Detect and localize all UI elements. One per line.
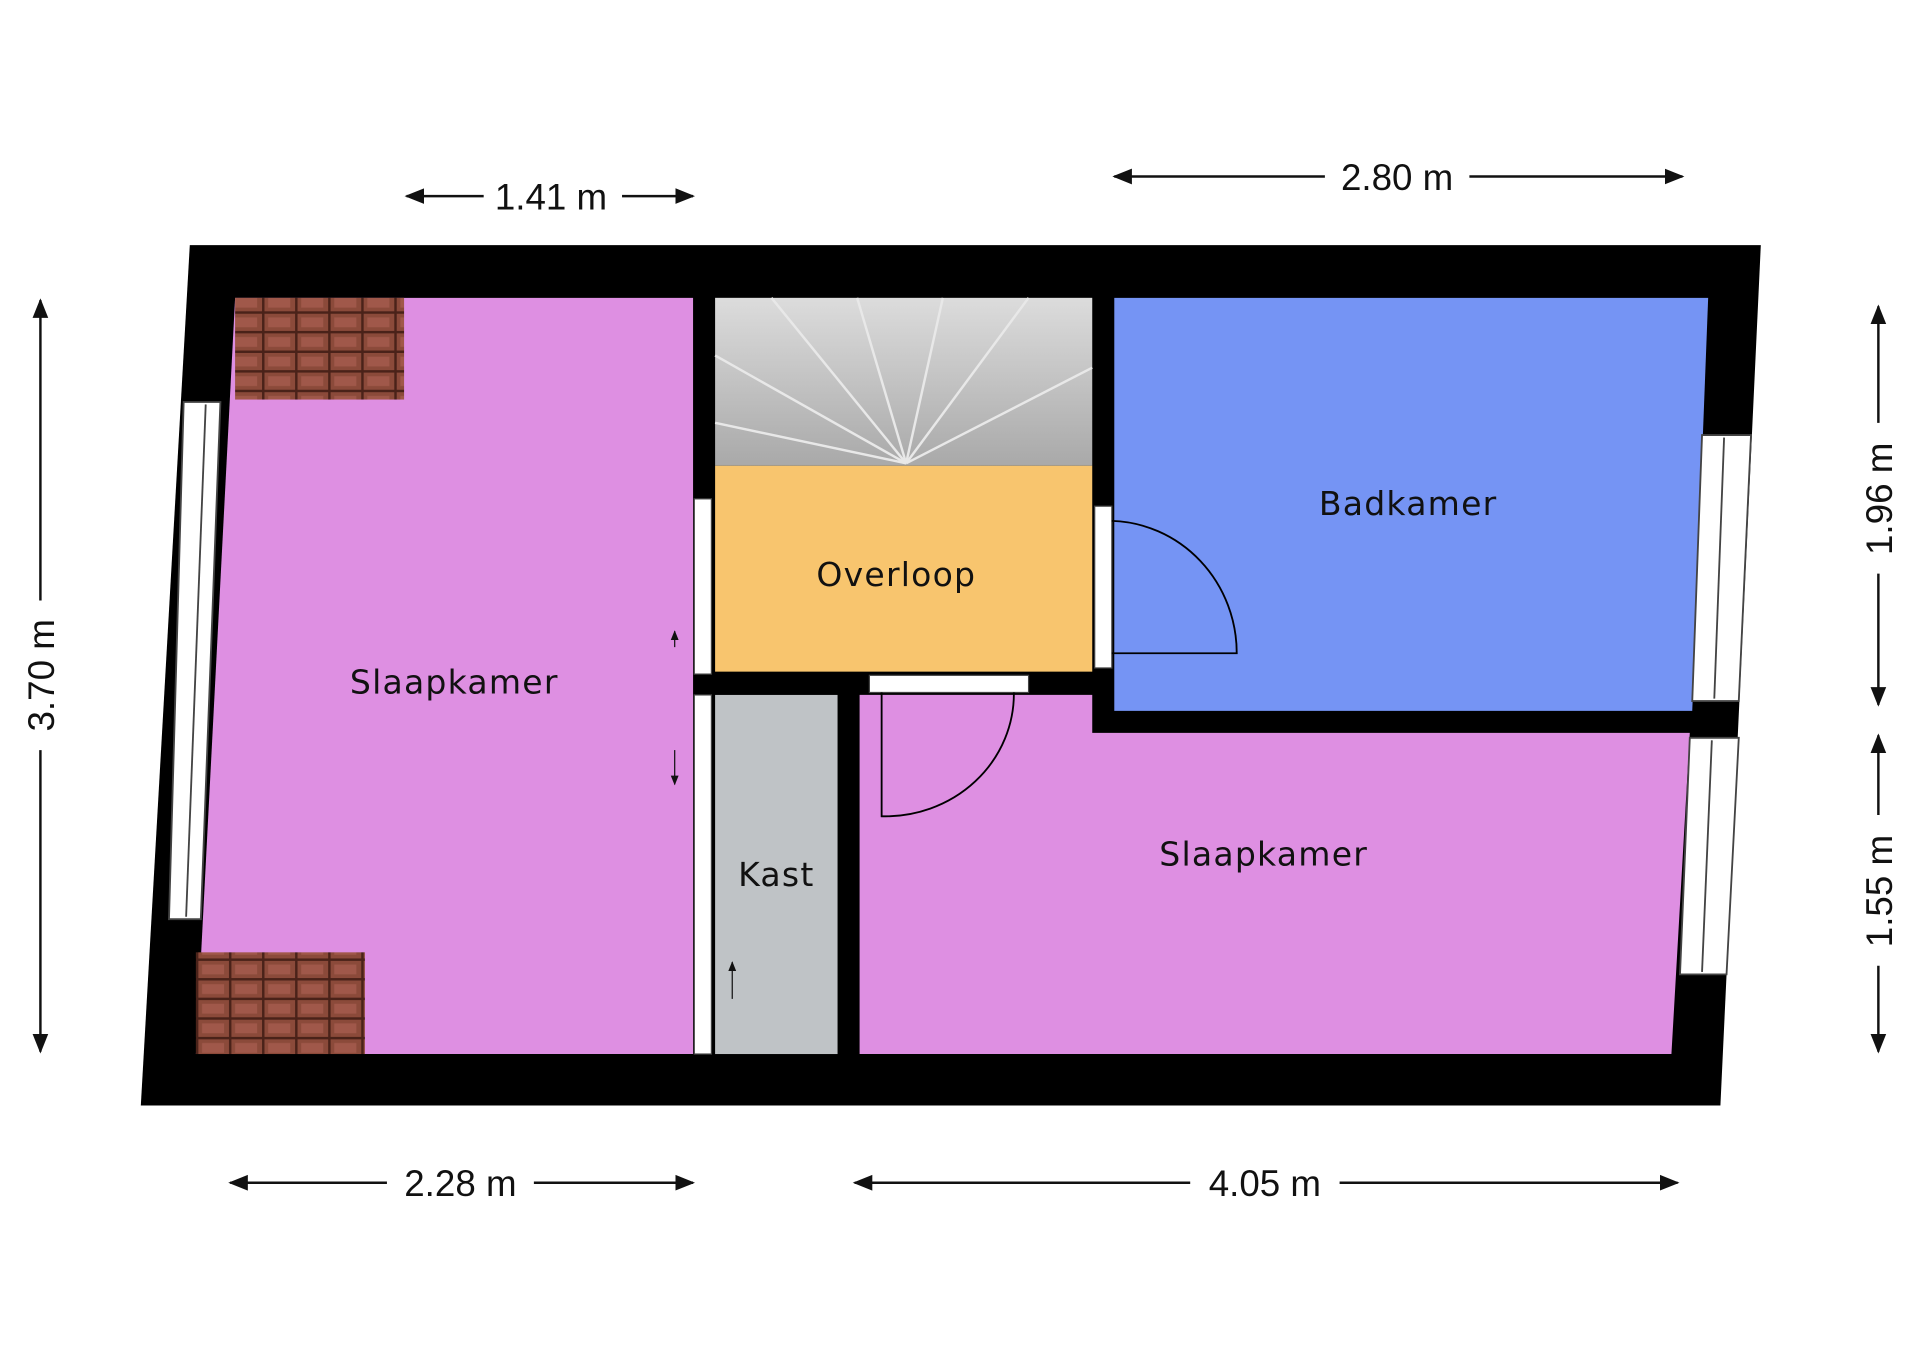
room-closet	[715, 694, 838, 1055]
window-right-top	[1691, 434, 1752, 702]
window-right-bottom	[1679, 736, 1740, 976]
label-closet: Kast	[738, 855, 814, 894]
room-bedroom-left	[195, 297, 694, 1055]
label-bedroom-left: Slaapkamer	[350, 663, 559, 702]
opening-bedroom-landing[interactable]	[693, 498, 713, 675]
door-swing-bathroom[interactable]	[1111, 519, 1238, 655]
door-frame-bathroom	[1094, 505, 1113, 669]
label-landing: Overloop	[816, 555, 976, 594]
room-bedroom-right	[859, 694, 1690, 1055]
dim-bottom-right: 4.05 m	[1209, 1163, 1321, 1204]
dim-left: 3.70 m	[21, 619, 62, 731]
dim-top-left: 1.41 m	[495, 177, 607, 218]
room-bathroom	[1114, 297, 1709, 711]
window-left	[168, 401, 222, 921]
roof-tiles-bottom	[195, 952, 365, 1055]
label-bedroom-right: Slaapkamer	[1159, 834, 1368, 873]
stair-treads	[714, 297, 1093, 465]
roof-tiles-top	[235, 297, 405, 400]
door-frame-bedroom-right	[868, 674, 1030, 694]
room-landing	[715, 465, 1093, 672]
dim-right-top: 1.96 m	[1859, 443, 1900, 555]
dim-top-right: 2.80 m	[1341, 157, 1453, 198]
dim-right-bottom: 1.55 m	[1859, 835, 1900, 947]
label-bathroom: Badkamer	[1319, 484, 1498, 523]
door-swing-bedroom-right[interactable]	[880, 692, 1015, 818]
stairs	[715, 297, 1093, 466]
dim-bottom-left: 2.28 m	[404, 1163, 516, 1204]
sliding-door-closet[interactable]	[693, 694, 713, 1055]
